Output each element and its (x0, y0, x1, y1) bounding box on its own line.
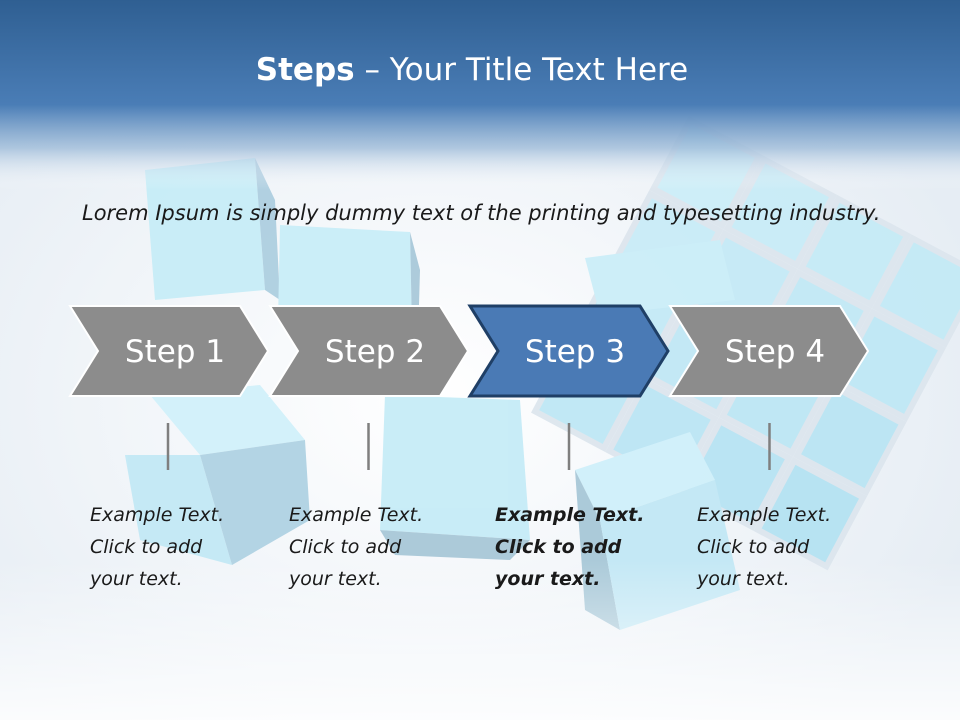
description-line: Click to add (289, 536, 402, 558)
step-4[interactable]: Step 4 (668, 305, 870, 397)
intro-text: Lorem Ipsum is simply dummy text of the … (82, 201, 881, 225)
step-2-chevron[interactable] (268, 305, 470, 397)
step-4-description[interactable]: Example Text. Click to add your text. (697, 499, 887, 595)
title-rest: – Your Title Text Here (354, 52, 689, 88)
description-line: your text. (90, 568, 183, 590)
step-3[interactable]: Step 3 (467, 304, 670, 398)
step-2[interactable]: Step 2 (268, 305, 470, 397)
description-line: Click to add (495, 536, 622, 558)
header-band (0, 0, 960, 190)
description-line: Click to add (697, 536, 810, 558)
step-3-chevron[interactable] (467, 304, 670, 398)
description-line: your text. (495, 568, 601, 590)
step-4-chevron[interactable] (668, 305, 870, 397)
step-4-label: Step 4 (725, 334, 825, 370)
step-1-chevron[interactable] (68, 305, 270, 397)
description-line: Example Text. (289, 504, 424, 526)
step-1[interactable]: Step 1 (68, 305, 270, 397)
description-line: Click to add (90, 536, 203, 558)
step-3-label: Step 3 (525, 334, 625, 370)
step-2-label: Step 2 (325, 334, 425, 370)
page-title: Steps – Your Title Text Here (0, 52, 944, 88)
description-line: Example Text. (697, 504, 832, 526)
description-line: Example Text. (90, 504, 225, 526)
step-1-label: Step 1 (125, 334, 225, 370)
step-3-description[interactable]: Example Text. Click to add your text. (495, 499, 685, 595)
step-1-description[interactable]: Example Text. Click to add your text. (90, 499, 280, 595)
description-line: Example Text. (495, 504, 645, 526)
title-bold: Steps (255, 52, 355, 88)
description-line: your text. (697, 568, 790, 590)
description-line: your text. (289, 568, 382, 590)
step-2-description[interactable]: Example Text. Click to add your text. (289, 499, 479, 595)
